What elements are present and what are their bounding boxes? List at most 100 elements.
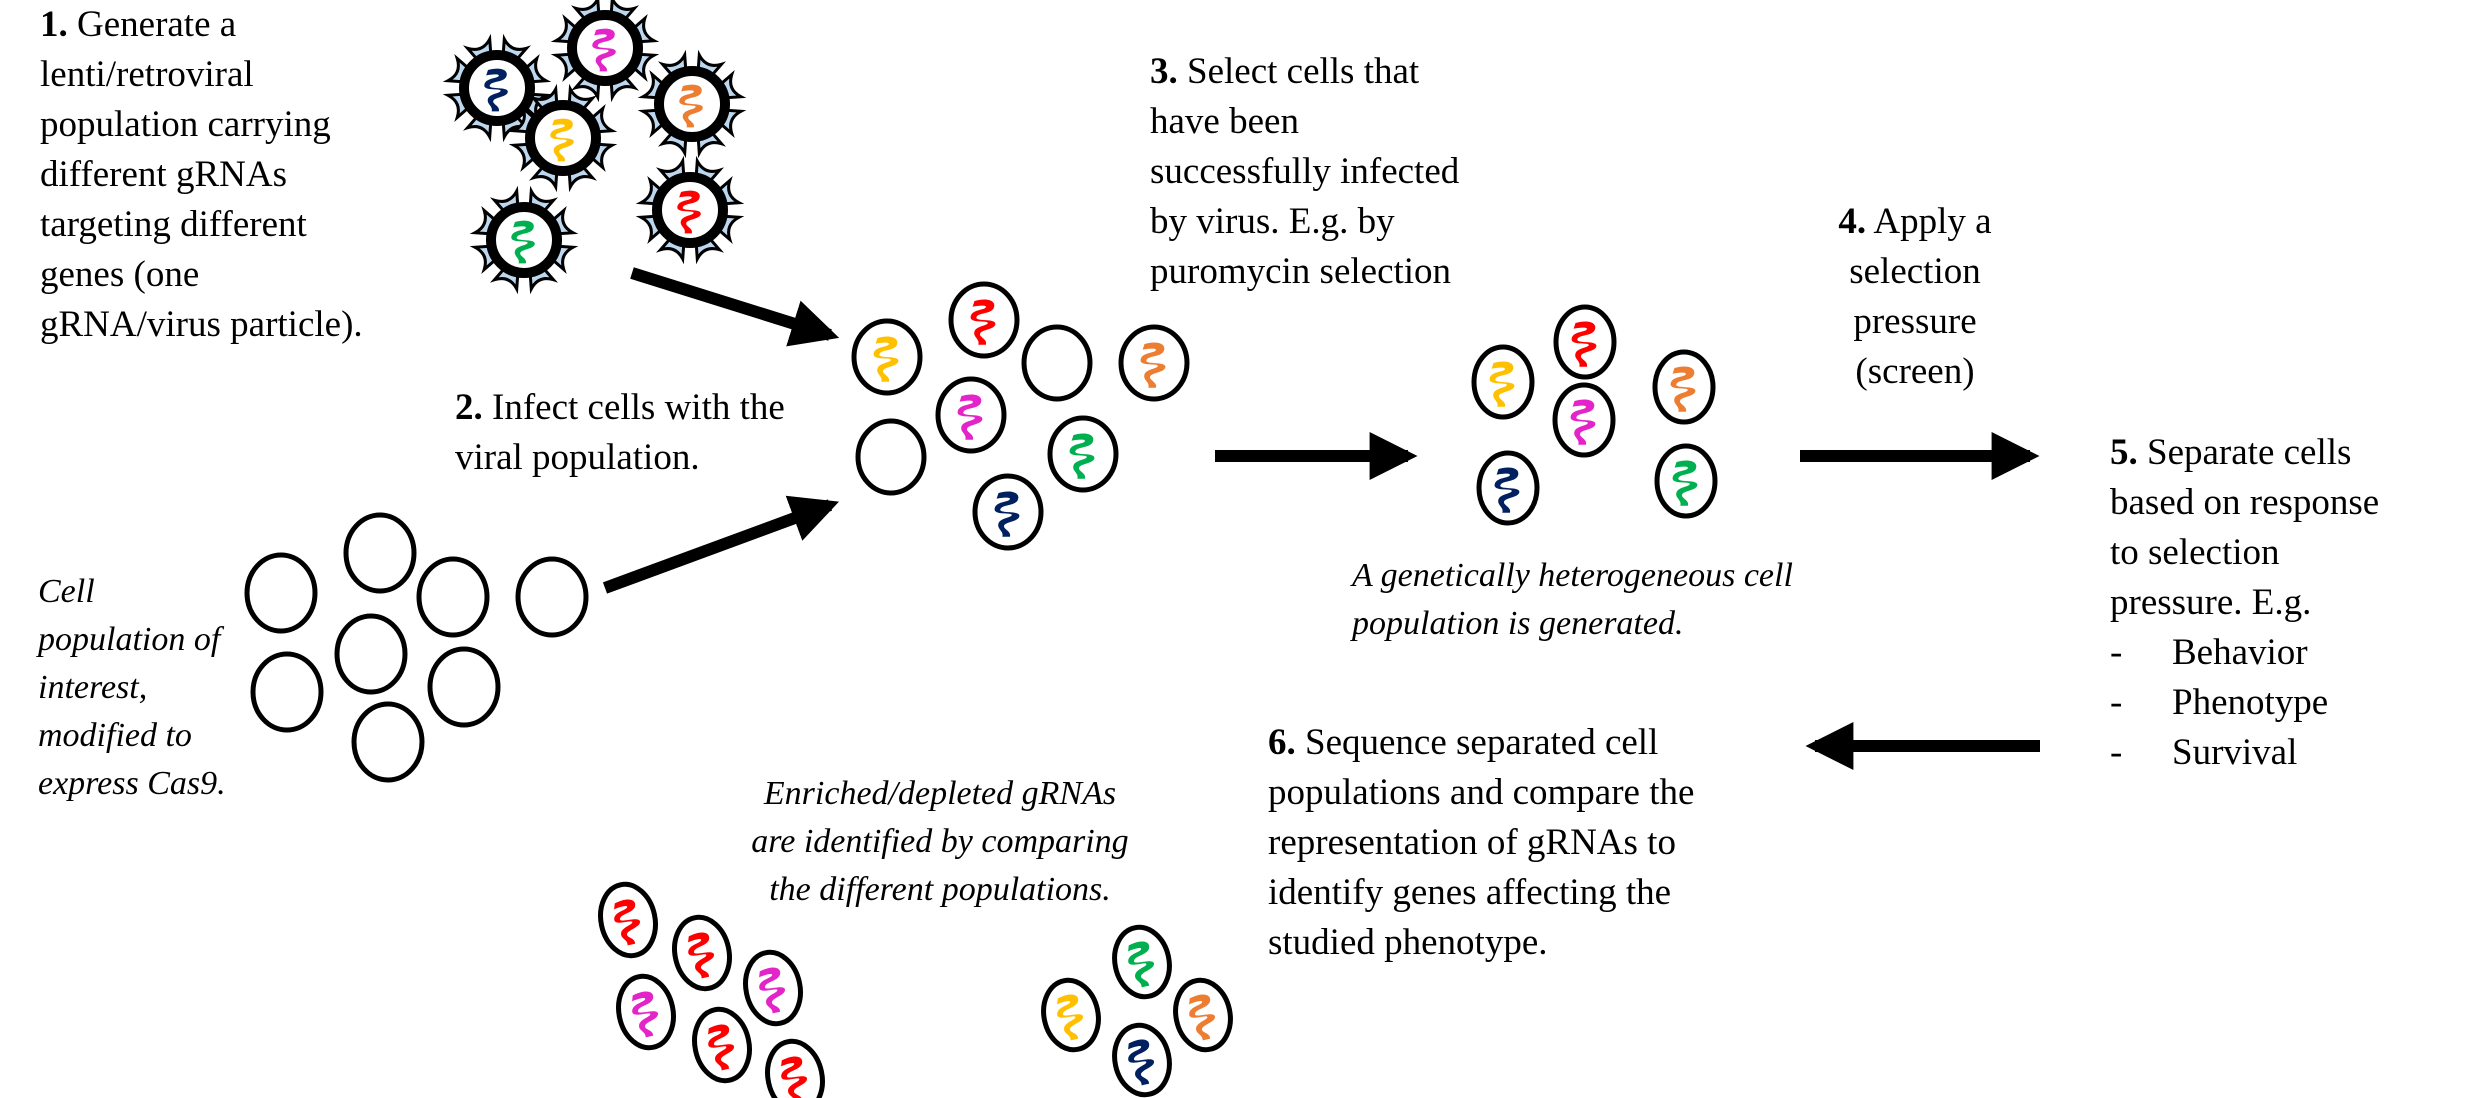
cell-membrane bbox=[692, 1006, 752, 1084]
arrow-virus-to-infected bbox=[630, 267, 840, 347]
selected-cell bbox=[1476, 450, 1540, 526]
step-5-number: 5. bbox=[2110, 432, 2138, 473]
virus-particle-green bbox=[469, 185, 579, 295]
enriched-cell bbox=[598, 881, 658, 959]
depleted-cell bbox=[1173, 977, 1233, 1053]
infected-cell bbox=[1021, 324, 1093, 402]
step-5-examples: -Behavior -Phenotype -Survival bbox=[2110, 628, 2328, 778]
virus-particle-yellow bbox=[508, 83, 618, 193]
step-6-number: 6. bbox=[1268, 722, 1296, 763]
example-phenotype: -Phenotype bbox=[2110, 682, 2329, 723]
cell-population-caption: Cell population of interest, modified to… bbox=[38, 573, 226, 802]
selected-cell-population bbox=[1471, 304, 1718, 526]
cell-membrane bbox=[948, 281, 1020, 359]
cell-membrane bbox=[250, 651, 324, 733]
cell-membrane bbox=[1118, 324, 1190, 402]
cell-membrane bbox=[1471, 344, 1535, 420]
selected-cell bbox=[1654, 443, 1718, 519]
enriched-depleted-caption: Enriched/depleted gRNAs are identified b… bbox=[751, 775, 1129, 908]
naive-cell bbox=[250, 651, 324, 733]
cell-membrane bbox=[743, 949, 803, 1027]
cell-membrane bbox=[935, 376, 1007, 454]
enriched-cell-population bbox=[598, 881, 825, 1098]
cell-membrane bbox=[515, 556, 589, 638]
cell-membrane bbox=[1476, 450, 1540, 526]
enriched-cell bbox=[765, 1038, 825, 1098]
infected-cell bbox=[935, 376, 1007, 454]
step-2-number: 2. bbox=[455, 387, 483, 428]
depleted-cell-population bbox=[1041, 924, 1233, 1098]
selected-cell bbox=[1552, 382, 1616, 458]
arrow-cells-to-infected bbox=[602, 495, 840, 594]
depleted-cell bbox=[1112, 924, 1172, 1000]
cell-membrane bbox=[244, 552, 318, 634]
naive-cell bbox=[351, 701, 425, 783]
cell-membrane bbox=[672, 914, 732, 992]
naive-cell bbox=[244, 552, 318, 634]
step-2-description: Infect cells with the viral population. bbox=[455, 387, 785, 478]
step-4-text: 4. Apply a selection pressure (screen) bbox=[1800, 197, 2030, 397]
step-6-description: Sequence separated cell populations and … bbox=[1268, 722, 1695, 963]
cell-membrane bbox=[598, 881, 658, 959]
cell-membrane bbox=[1654, 443, 1718, 519]
virus-capsid bbox=[652, 172, 728, 248]
infected-cell-population bbox=[851, 281, 1190, 551]
virus-particle-navy bbox=[442, 33, 552, 143]
cell-membrane bbox=[972, 473, 1044, 551]
step-3-text: 3. Select cells that have been successfu… bbox=[1150, 47, 1459, 297]
virus-particle-orange bbox=[637, 49, 747, 159]
depleted-cell bbox=[1041, 977, 1101, 1053]
virus-population bbox=[442, 0, 747, 295]
infected-cell bbox=[851, 318, 923, 396]
naive-cell bbox=[416, 556, 490, 638]
enriched-cell bbox=[616, 973, 676, 1051]
naive-cell bbox=[334, 613, 408, 695]
naive-cell bbox=[427, 646, 501, 728]
cell-membrane bbox=[1173, 977, 1233, 1053]
virus-capsid bbox=[525, 100, 601, 176]
naive-cell bbox=[515, 556, 589, 638]
enriched-cell bbox=[672, 914, 732, 992]
selected-cell bbox=[1471, 344, 1535, 420]
infected-cell bbox=[855, 418, 927, 496]
cell-membrane bbox=[427, 646, 501, 728]
cell-membrane bbox=[1553, 304, 1617, 380]
naive-cell bbox=[343, 512, 417, 594]
virus-particle-red bbox=[635, 155, 745, 265]
enriched-cell bbox=[743, 949, 803, 1027]
depleted-cell bbox=[1112, 1022, 1172, 1098]
infected-cell bbox=[948, 281, 1020, 359]
step-4-description: Apply a selection pressure (screen) bbox=[1849, 201, 1992, 392]
cell-membrane bbox=[1047, 415, 1119, 493]
cell-membrane bbox=[343, 512, 417, 594]
step-2-text: 2. Infect cells with the viral populatio… bbox=[455, 383, 785, 483]
cell-membrane bbox=[351, 701, 425, 783]
step-3-number: 3. bbox=[1150, 51, 1178, 92]
virus-particle-magenta bbox=[550, 0, 660, 103]
cell-membrane bbox=[416, 556, 490, 638]
cell-membrane bbox=[1041, 977, 1101, 1053]
virus-capsid bbox=[654, 66, 730, 142]
naive-cell-population bbox=[244, 512, 589, 783]
selected-cell bbox=[1553, 304, 1617, 380]
example-survival: -Survival bbox=[2110, 732, 2298, 773]
cell-membrane bbox=[851, 318, 923, 396]
cell-membrane bbox=[334, 613, 408, 695]
infected-cell bbox=[972, 473, 1044, 551]
virus-capsid bbox=[567, 10, 643, 86]
heterogeneous-population-caption: A genetically heterogeneous cell populat… bbox=[1352, 557, 1793, 642]
cell-membrane bbox=[855, 418, 927, 496]
enriched-cell bbox=[692, 1006, 752, 1084]
step-5-description: Separate cells based on response to sele… bbox=[2110, 432, 2380, 623]
step-1-description: Generate a lenti/retroviral population c… bbox=[40, 4, 363, 345]
selected-cell bbox=[1652, 349, 1716, 425]
step-5-text: 5. Separate cells based on response to s… bbox=[2110, 428, 2379, 628]
step-1-number: 1. bbox=[40, 4, 68, 45]
cell-membrane bbox=[1552, 382, 1616, 458]
infected-cell bbox=[1047, 415, 1119, 493]
cell-membrane bbox=[616, 973, 676, 1051]
step-3-description: Select cells that have been successfully… bbox=[1150, 51, 1460, 292]
virus-capsid bbox=[459, 50, 535, 126]
step-1-text: 1. Generate a lenti/retroviral populatio… bbox=[40, 0, 363, 350]
